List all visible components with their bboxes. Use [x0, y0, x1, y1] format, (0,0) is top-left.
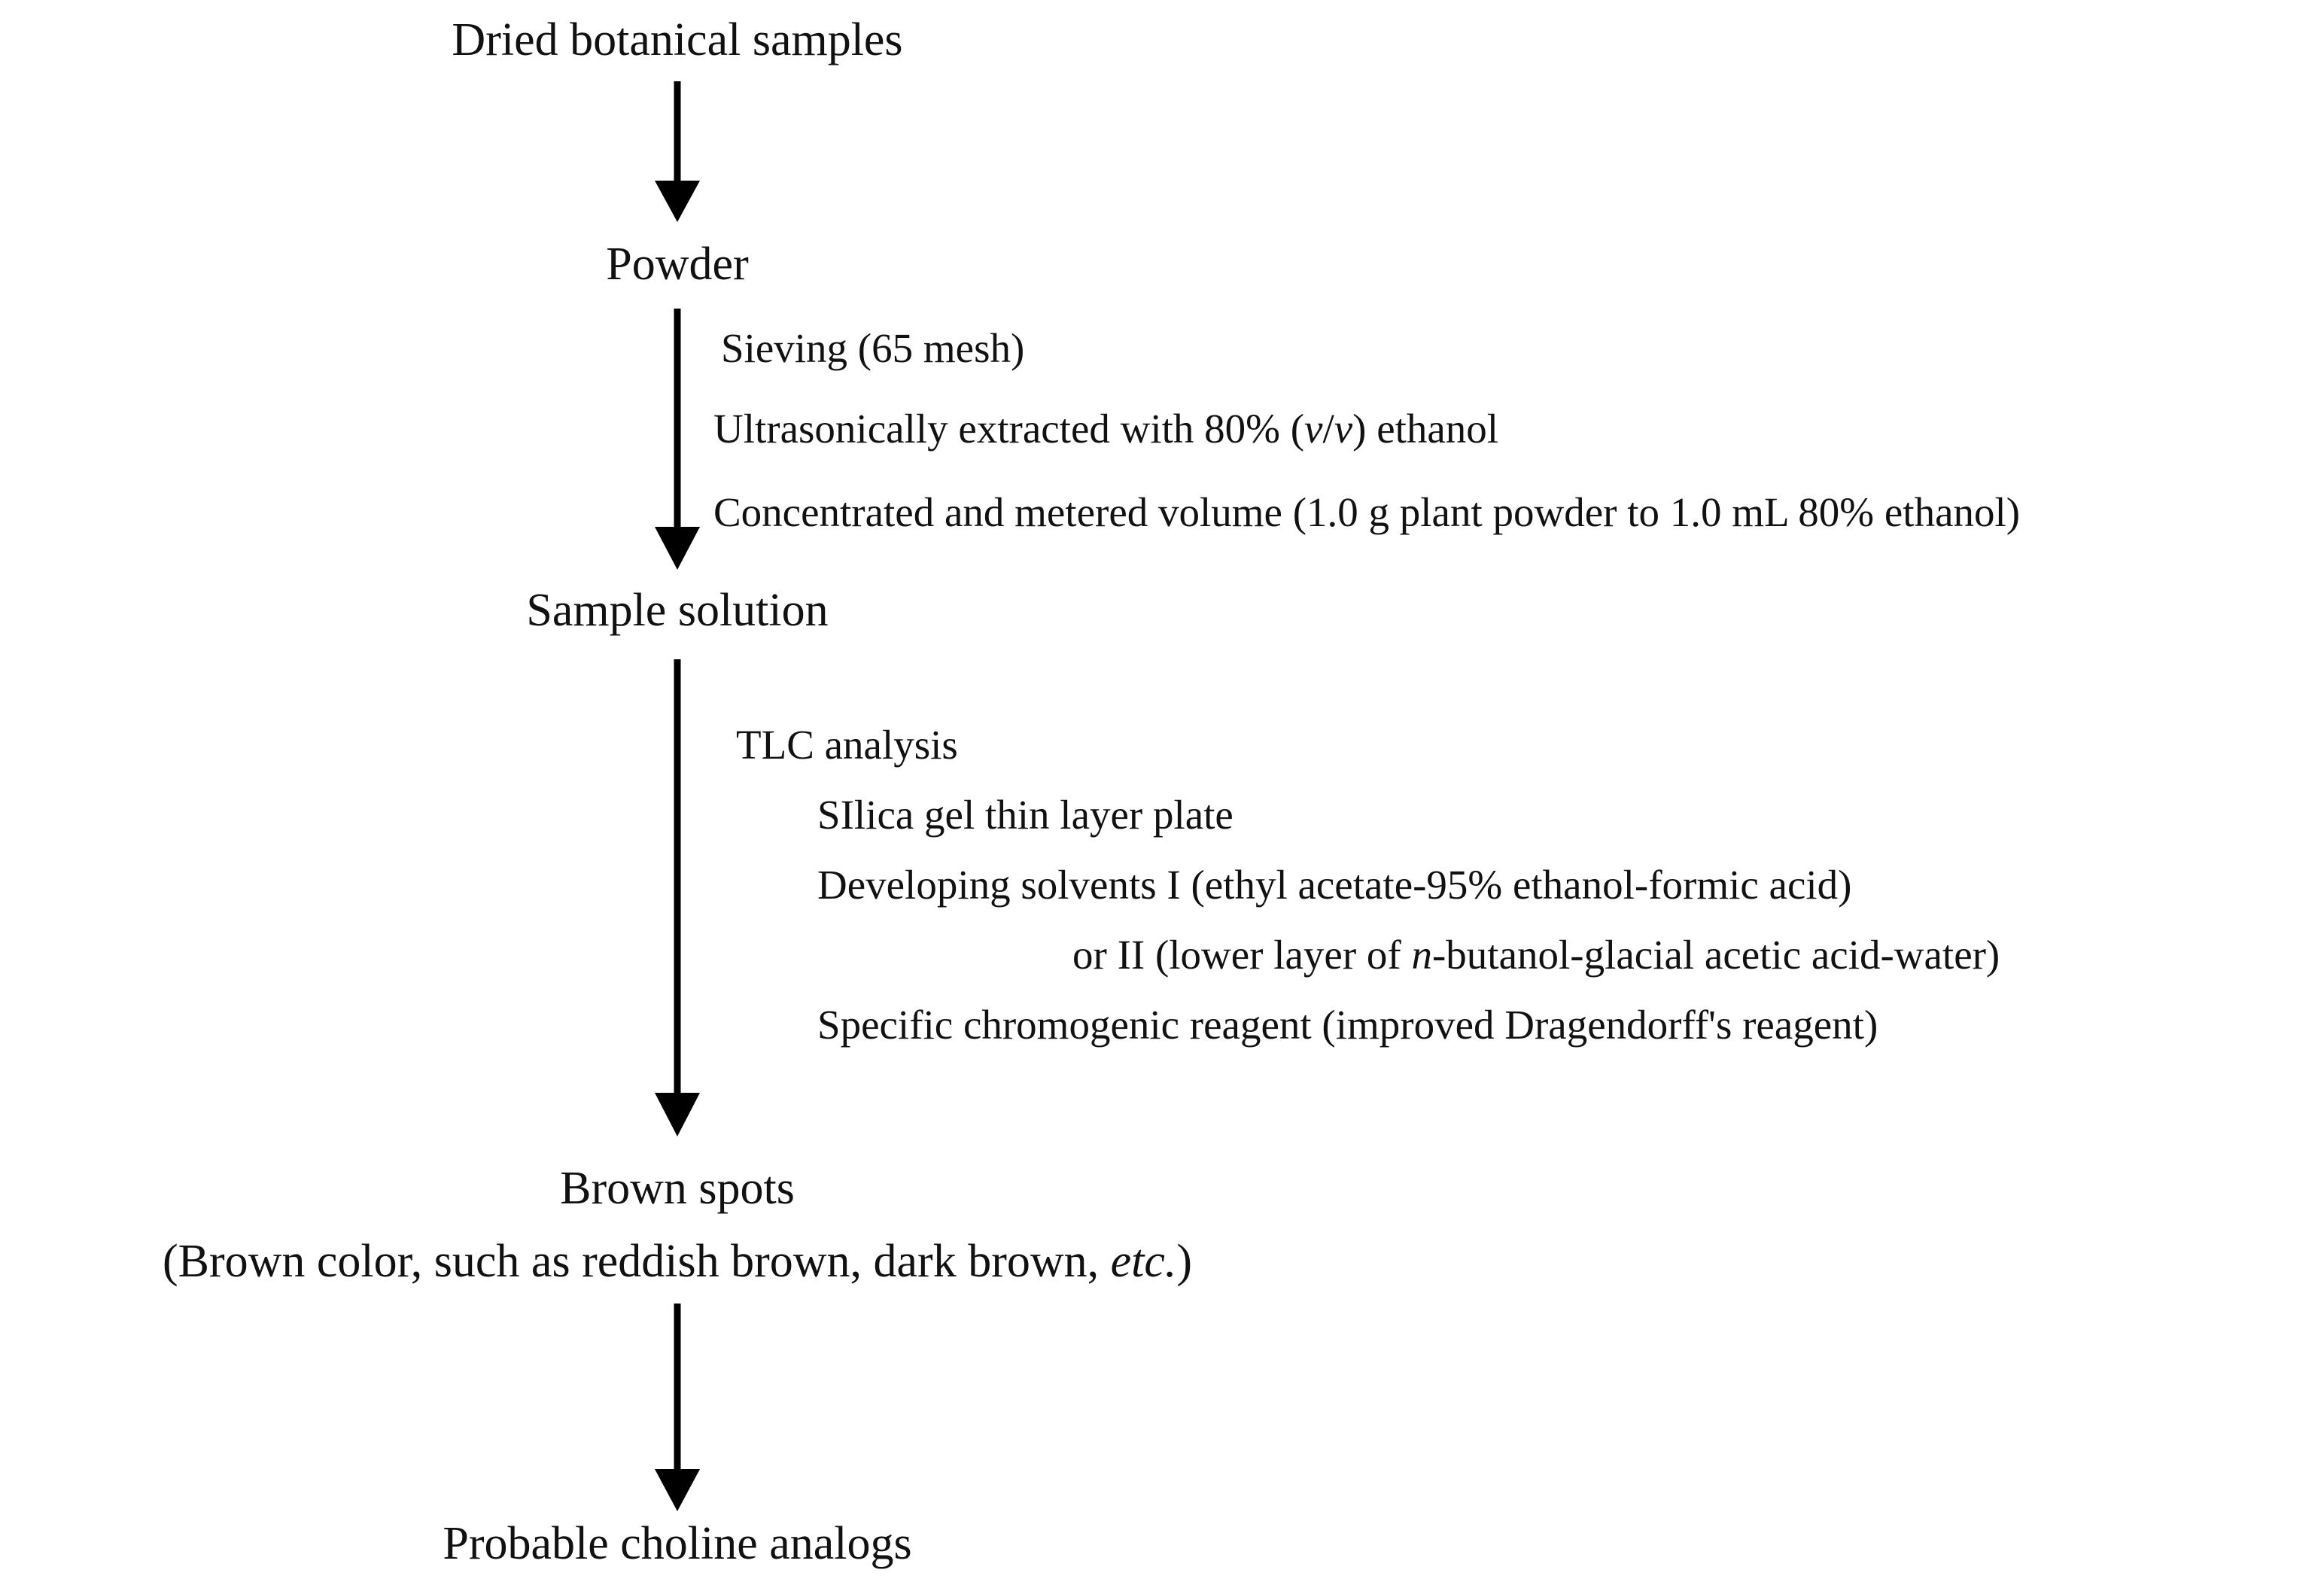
solvents-2-n: n: [1411, 932, 1432, 978]
arrow-dried-to-powder: [655, 81, 700, 222]
arrow-spots-to-choline: [655, 1304, 700, 1511]
node-brown-spots: Brown spots: [560, 1163, 795, 1214]
step-tlc-analysis: TLC analysis: [736, 722, 958, 768]
extract-v2: v: [1334, 406, 1353, 452]
solvents-2-pre: or II (lower layer of: [1072, 932, 1412, 978]
step-ultrasonic-extraction: Ultrasonically extracted with 80% (v/v) …: [713, 408, 1498, 449]
brown-note-post: ): [1176, 1236, 1193, 1287]
step-sieving: Sieving (65 mesh): [721, 325, 1025, 371]
extract-v1: v: [1304, 406, 1323, 452]
step-developing-solvents-1: Developing solvents I (ethyl acetate-95%…: [817, 862, 1852, 908]
step-silica-plate: SIlica gel thin layer plate: [817, 792, 1233, 838]
arrow-solution-to-spots: [655, 659, 700, 1136]
node-sample-solution: Sample solution: [526, 585, 829, 636]
brown-note-pre: (Brown color, such as reddish brown, dar…: [162, 1236, 1111, 1287]
step-developing-solvents-2: or II (lower layer of n-butanol-glacial …: [1072, 934, 2000, 975]
arrow-powder-to-solution: [655, 309, 700, 570]
brown-note-etc: etc.: [1110, 1236, 1177, 1287]
step-chromogenic-reagent: Specific chromogenic reagent (improved D…: [817, 1002, 1878, 1048]
node-dried-botanical-samples: Dried botanical samples: [452, 14, 903, 65]
solvents-2-post: -butanol-glacial acetic acid-water): [1431, 932, 2000, 978]
extract-text-pre: Ultrasonically extracted with 80% (: [713, 406, 1305, 452]
node-probable-choline-analogs: Probable choline analogs: [443, 1518, 912, 1569]
extract-slash: /: [1322, 406, 1334, 452]
step-concentrate: Concentrated and metered volume (1.0 g p…: [713, 489, 2021, 535]
node-powder: Powder: [606, 239, 749, 290]
node-brown-spots-note: (Brown color, such as reddish brown, dar…: [163, 1238, 1192, 1285]
extract-text-post: ) ethanol: [1352, 406, 1499, 452]
